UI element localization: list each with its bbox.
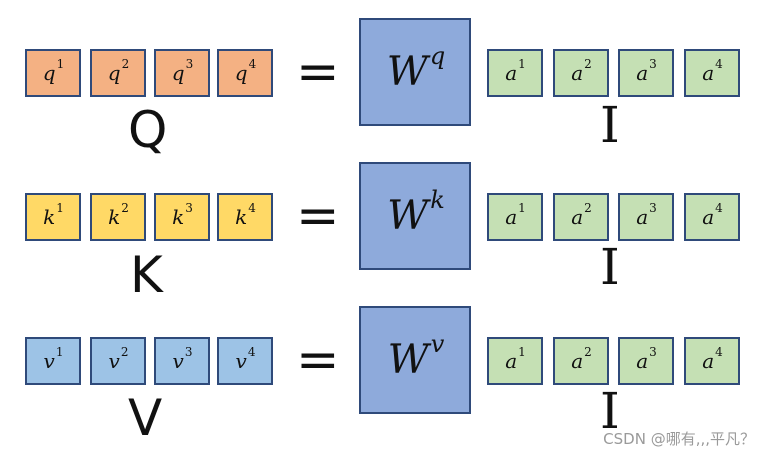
cell-sup: 2 [120, 345, 129, 359]
weight-base: W [386, 49, 428, 95]
cell-sup: 2 [584, 345, 592, 359]
v-row-input-label: I [600, 382, 620, 440]
cell-sup: 1 [55, 345, 64, 359]
cell-base: a [571, 61, 584, 85]
cell-sup: 4 [715, 345, 723, 359]
cell-sup: 1 [518, 201, 526, 215]
v-label: V [128, 389, 163, 447]
cell-sup: 4 [248, 201, 256, 215]
cell-sup: 4 [248, 57, 257, 71]
watermark-text: CSDN @哪有,,,平凡？ [603, 430, 755, 448]
cell-base: a [571, 349, 584, 373]
cell-sup: 4 [715, 201, 723, 215]
cell-base: k [43, 205, 56, 229]
cell-sup: 2 [121, 201, 129, 215]
weight-base: W [387, 193, 429, 239]
cell-sup: 2 [584, 201, 592, 215]
k-row-input-label: I [600, 238, 620, 296]
cell-base: a [636, 349, 649, 373]
cell-base: v [108, 349, 120, 373]
cell-base: q [171, 61, 185, 85]
cell-sup: 4 [247, 345, 256, 359]
cell-sup: 1 [518, 57, 526, 71]
cell-base: a [702, 61, 715, 85]
cell-base: a [571, 205, 584, 229]
cell-base: a [505, 61, 518, 85]
cell-base: q [42, 61, 56, 85]
weight-base: W [387, 337, 429, 383]
cell-base: q [107, 61, 121, 85]
cell-sup: 1 [56, 201, 64, 215]
q-row-input-label: I [600, 96, 620, 154]
cell-sup: 3 [649, 201, 657, 215]
cell-sup: 3 [185, 57, 194, 71]
k-label: K [130, 246, 163, 304]
cell-sup: 1 [518, 345, 526, 359]
cell-sup: 3 [649, 57, 657, 71]
cell-base: k [172, 205, 185, 229]
cell-base: a [505, 349, 518, 373]
weight-sup: k [430, 186, 445, 214]
cell-sup: 2 [121, 57, 130, 71]
cell-sup: 3 [185, 201, 193, 215]
cell-base: v [43, 349, 55, 373]
cell-sup: 3 [649, 345, 657, 359]
k-equals-sign: = [296, 186, 340, 246]
cell-base: q [234, 61, 248, 85]
cell-sup: 2 [584, 57, 592, 71]
cell-sup: 1 [56, 57, 65, 71]
v-equals-sign: = [296, 330, 340, 390]
q-equals-sign: = [296, 42, 340, 102]
cell-base: v [235, 349, 247, 373]
cell-base: v [172, 349, 184, 373]
cell-base: a [702, 349, 715, 373]
cell-base: a [702, 205, 715, 229]
cell-base: k [235, 205, 248, 229]
weight-sup: q [429, 42, 446, 70]
cell-sup: 4 [715, 57, 723, 71]
cell-sup: 3 [184, 345, 193, 359]
weight-sup: v [430, 330, 445, 358]
cell-base: a [636, 205, 649, 229]
cell-base: k [108, 205, 121, 229]
cell-base: a [505, 205, 518, 229]
q-label: Q [128, 101, 168, 159]
cell-base: a [636, 61, 649, 85]
